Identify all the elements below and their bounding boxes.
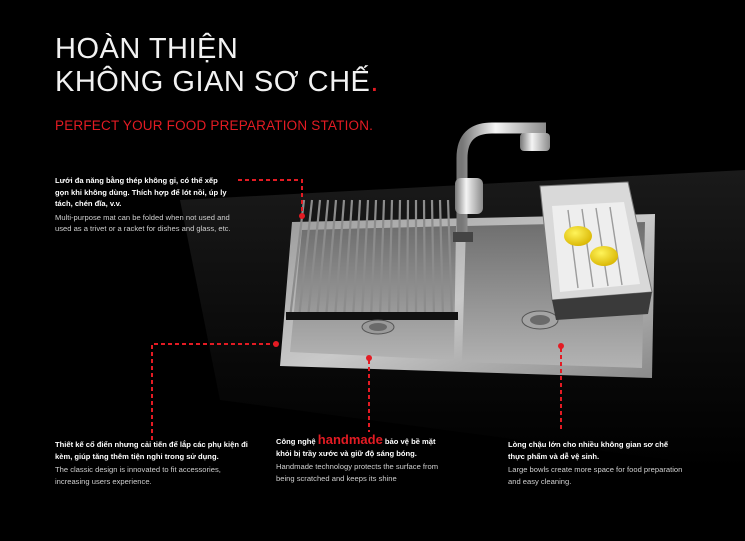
roll-up-mat [286,199,458,320]
callout-bowls-en: Large bowls create more space for food p… [508,465,683,486]
title-line-1: HOÀN THIỆN [55,33,239,65]
lemon-icon [564,226,592,246]
callout-handmade-en: Handmade technology protects the surface… [276,462,439,483]
callout-mat-vi: Lưới đa năng bằng thép không gỉ, có thể … [55,176,227,208]
callout-dots [273,213,564,361]
callout-handmade: Công nghệ handmade bảo vệ bề mặt khỏi bị… [276,432,452,484]
callout-handmade-vi-after: bảo vệ bề mặt khỏi bị trầy xước và giữ đ… [276,437,436,458]
page-title: HOÀN THIỆN KHÔNG GIAN SƠ CHẾ. [55,33,379,99]
drain-icon [361,310,559,335]
title-period: . [370,66,379,98]
callout-mat: Lưới đa năng bằng thép không gỉ, có thể … [55,175,233,235]
faucet-icon [453,122,550,242]
callout-bowls-vi: Lòng chậu lớn cho nhiều không gian sơ ch… [508,440,669,461]
callout-leaders [151,179,562,440]
callout-design: Thiết kế cổ điển nhưng cải tiến để lắp c… [55,439,251,487]
callout-bowls: Lòng chậu lớn cho nhiều không gian sơ ch… [508,439,683,487]
callout-handmade-vi-before: Công nghệ [276,437,316,446]
callout-mat-en: Multi-purpose mat can be folded when not… [55,212,231,234]
page-subtitle: PERFECT YOUR FOOD PREPARATION STATION. [55,118,374,133]
callout-design-en: The classic design is innovated to fit a… [55,465,221,486]
callout-design-vi: Thiết kế cổ điển nhưng cải tiến để lắp c… [55,440,248,461]
title-line-2: KHÔNG GIAN SƠ CHẾ [55,66,371,98]
callout-handmade-vi: Công nghệ handmade bảo vệ bề mặt khỏi bị… [276,432,452,459]
lemon-icon [590,246,618,266]
handmade-highlight: handmade [317,432,383,447]
